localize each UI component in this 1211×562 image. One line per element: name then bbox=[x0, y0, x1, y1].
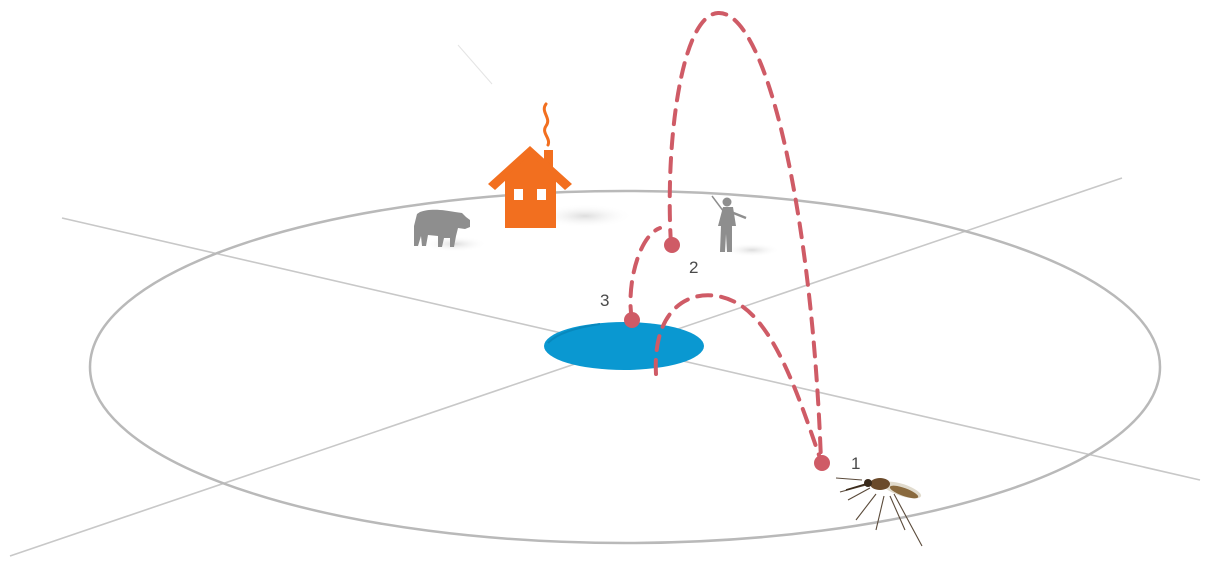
point-1-label: 1 bbox=[851, 454, 860, 473]
range-ellipse bbox=[88, 189, 1162, 545]
cow-icon bbox=[414, 209, 470, 247]
flight-paths bbox=[628, 10, 823, 463]
chimney-smoke-icon bbox=[542, 102, 551, 147]
house-icon bbox=[488, 146, 572, 228]
mosquito-icon bbox=[835, 477, 923, 547]
point-3-label: 3 bbox=[600, 291, 609, 310]
person-shadow bbox=[724, 243, 780, 257]
house-shadow bbox=[537, 204, 633, 228]
faint-guide-line bbox=[457, 44, 493, 85]
point-1-marker bbox=[814, 455, 830, 471]
flight-path-low-arc bbox=[653, 293, 823, 463]
axis-line-bottom-top bbox=[9, 177, 1123, 557]
point-2-marker bbox=[664, 237, 680, 253]
flight-path-short-arc bbox=[628, 226, 662, 322]
person-icon bbox=[711, 195, 747, 252]
point-2-label: 2 bbox=[689, 258, 698, 277]
water-pond-icon bbox=[544, 322, 704, 370]
point-3-marker bbox=[624, 312, 640, 328]
